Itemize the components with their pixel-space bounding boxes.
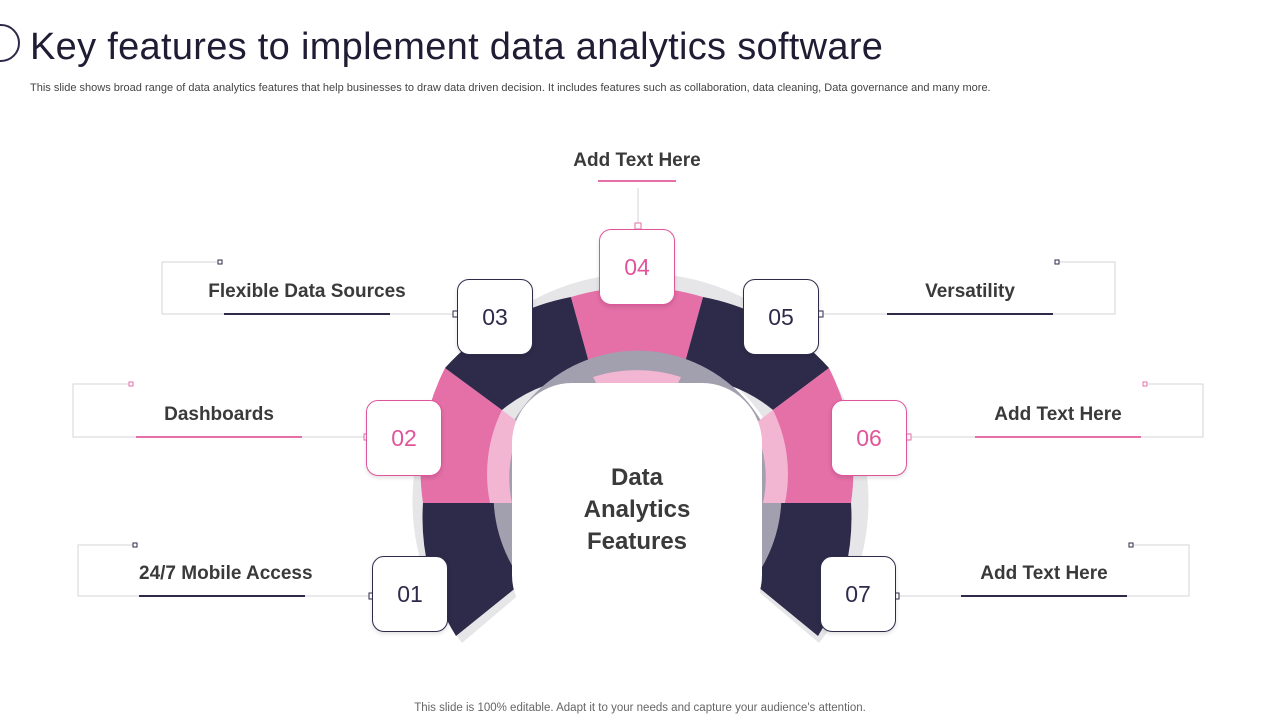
feature-label-06: Add Text Here	[994, 404, 1122, 425]
page-title: Key features to implement data analytics…	[30, 26, 884, 68]
feature-label-01: 24/7 Mobile Access	[139, 563, 313, 584]
center-title-line1: Data	[610, 464, 664, 491]
footer-note: This slide is 100% editable. Adapt it to…	[414, 702, 866, 714]
feature-number-03: 03	[457, 279, 533, 355]
feature-number-07: 07	[820, 556, 896, 632]
feature-label-04: Add Text Here	[573, 150, 701, 171]
feature-label-02: Dashboards	[164, 404, 274, 425]
feature-number-02: 02	[366, 400, 442, 476]
feature-label-07: Add Text Here	[980, 563, 1108, 584]
feature-label-05: Versatility	[925, 281, 1015, 302]
feature-number-01: 01	[372, 556, 448, 632]
feature-label-03: Flexible Data Sources	[208, 281, 406, 302]
center-panel	[512, 383, 762, 635]
segment-02	[420, 368, 502, 503]
center-title-line2: Analytics	[583, 496, 691, 523]
feature-number-05: 05	[743, 279, 819, 355]
feature-number-06: 06	[831, 400, 907, 476]
center-title: Data Analytics Features	[537, 462, 737, 558]
feature-number-04: 04	[599, 229, 675, 305]
center-title-line3: Features	[586, 528, 688, 555]
inner-band-pink-right	[753, 410, 788, 503]
page-subtitle: This slide shows broad range of data ana…	[30, 82, 991, 94]
